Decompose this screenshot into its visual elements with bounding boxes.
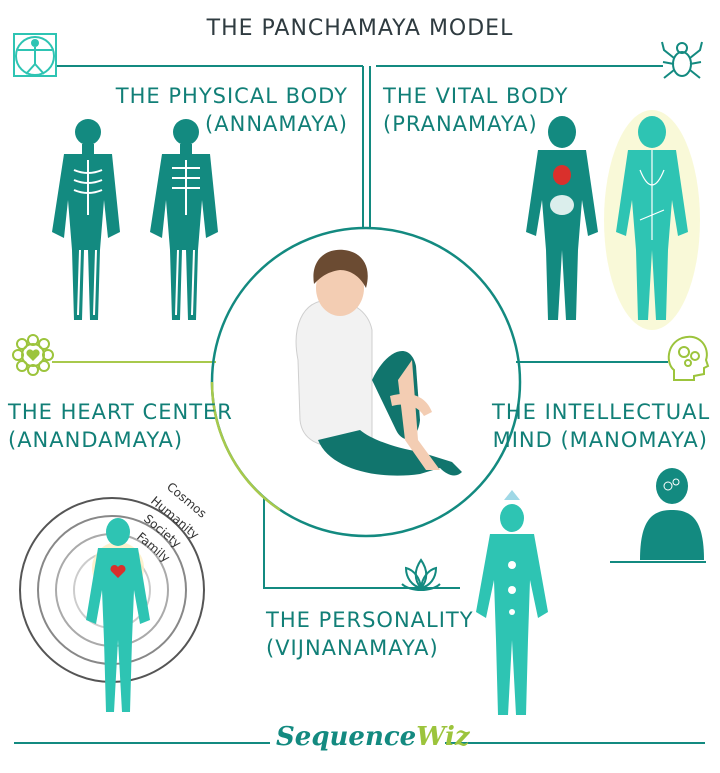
flower-heart-icon <box>12 334 54 376</box>
page-title: THE PANCHAMAYA MODEL <box>206 16 514 41</box>
logo-part-wiz: Wiz <box>416 722 470 752</box>
heart-center-figure <box>86 518 150 712</box>
mind-figure <box>640 468 704 560</box>
energy-channels-figure <box>604 110 700 330</box>
personality-subtitle: (VIJNANAMAYA) <box>266 636 439 660</box>
vital-body-label: THE VITAL BODY (PRANAMAYA) <box>383 82 568 138</box>
intellectual-mind-label: THE INTELLECTUAL MIND (MANOMAYA) <box>492 398 711 454</box>
skeleton-bones-back <box>172 160 200 316</box>
center-circle-teal <box>210 226 367 383</box>
personality-title: THE PERSONALITY <box>266 608 474 632</box>
organs-figure <box>526 116 598 320</box>
sequencewiz-logo: SequenceWiz <box>276 722 470 762</box>
intellectual-mind-subtitle: MIND (MANOMAYA) <box>492 428 708 452</box>
skeleton-front-figure <box>52 119 120 320</box>
center-circle-green-arc <box>210 381 281 512</box>
lotus-icon <box>401 558 441 591</box>
head-gears-icon <box>667 335 710 381</box>
heart-center-subtitle: (ANANDAMAYA) <box>8 428 184 452</box>
seated-woman-illustration <box>295 249 462 476</box>
personality-label: THE PERSONALITY (VIJNANAMAYA) <box>266 606 474 662</box>
intellectual-mind-title: THE INTELLECTUAL <box>492 400 711 424</box>
vital-body-subtitle: (PRANAMAYA) <box>383 112 538 136</box>
heart-center-title: THE HEART CENTER <box>8 400 233 424</box>
chakra-figure <box>476 490 548 715</box>
vitruvian-man-icon <box>13 33 57 77</box>
heart-center-label: THE HEART CENTER (ANANDAMAYA) <box>8 398 233 454</box>
physical-body-subtitle: (ANNAMAYA) <box>205 112 348 136</box>
skeleton-back-figure <box>150 119 218 320</box>
spider-icon <box>661 41 703 79</box>
physical-body-title: THE PHYSICAL BODY <box>115 84 348 108</box>
skeleton-bones-front <box>73 160 103 316</box>
logo-part-sequence: Sequence <box>276 722 417 752</box>
vital-body-title: THE VITAL BODY <box>383 84 569 108</box>
physical-body-label: THE PHYSICAL BODY (ANNAMAYA) <box>112 82 348 138</box>
frame-lines <box>14 65 705 744</box>
